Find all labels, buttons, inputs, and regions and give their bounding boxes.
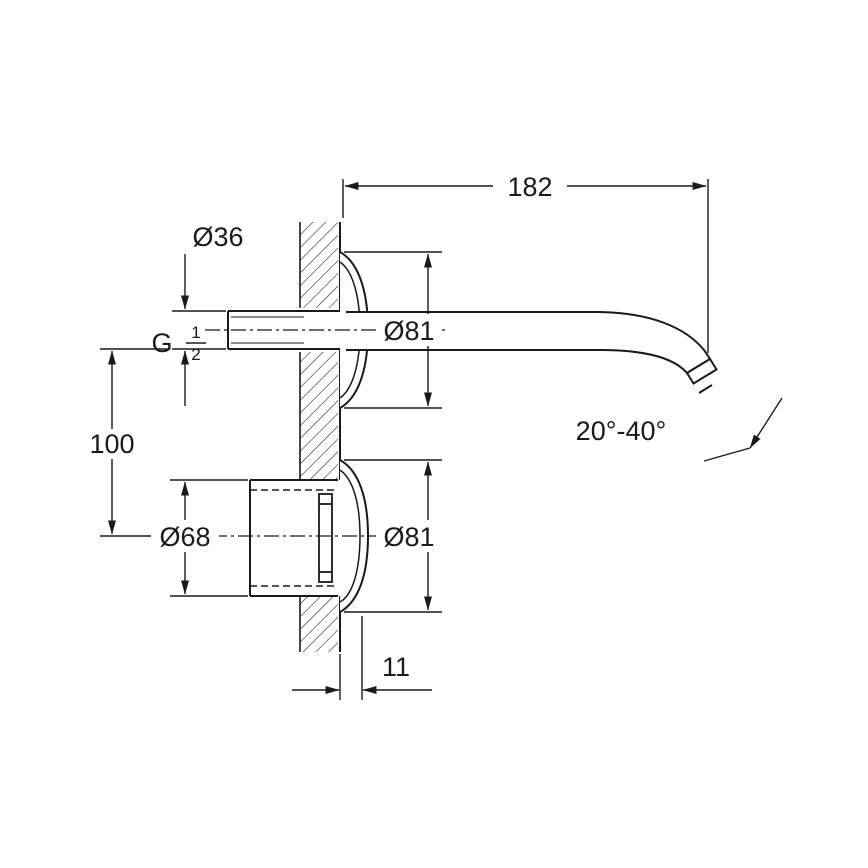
wall-hatch-lower: [300, 596, 338, 652]
aerator-tip: [698, 384, 713, 394]
thread-label-g-half: G 1 2: [151, 323, 206, 364]
label-backgrounds: [87, 170, 567, 552]
thread-label-numerator: 1: [191, 323, 200, 342]
dim-label-182: 182: [507, 172, 552, 202]
spout-nozzle: [685, 357, 718, 385]
thread-label-prefix: G: [151, 328, 172, 358]
mounting-bracket: [318, 493, 333, 583]
dia-label-36: Ø36: [192, 222, 243, 252]
wall-hatch-middle: [300, 352, 338, 480]
angle-arrow: [749, 397, 783, 449]
wall-hatch-upper: [300, 222, 338, 308]
angle-label: 20°-40°: [576, 416, 667, 446]
dia-label-81-top: Ø81: [383, 316, 434, 346]
dia-label-68: Ø68: [159, 522, 210, 552]
dim-label-11: 11: [382, 652, 410, 682]
thread-label-denominator: 2: [191, 345, 200, 364]
concealed-body: [249, 479, 338, 597]
dim-label-100: 100: [89, 429, 134, 459]
dia-label-81-bottom: Ø81: [383, 522, 434, 552]
dimension-lines: [100, 179, 783, 700]
angle-arrow-tail: [703, 447, 751, 462]
